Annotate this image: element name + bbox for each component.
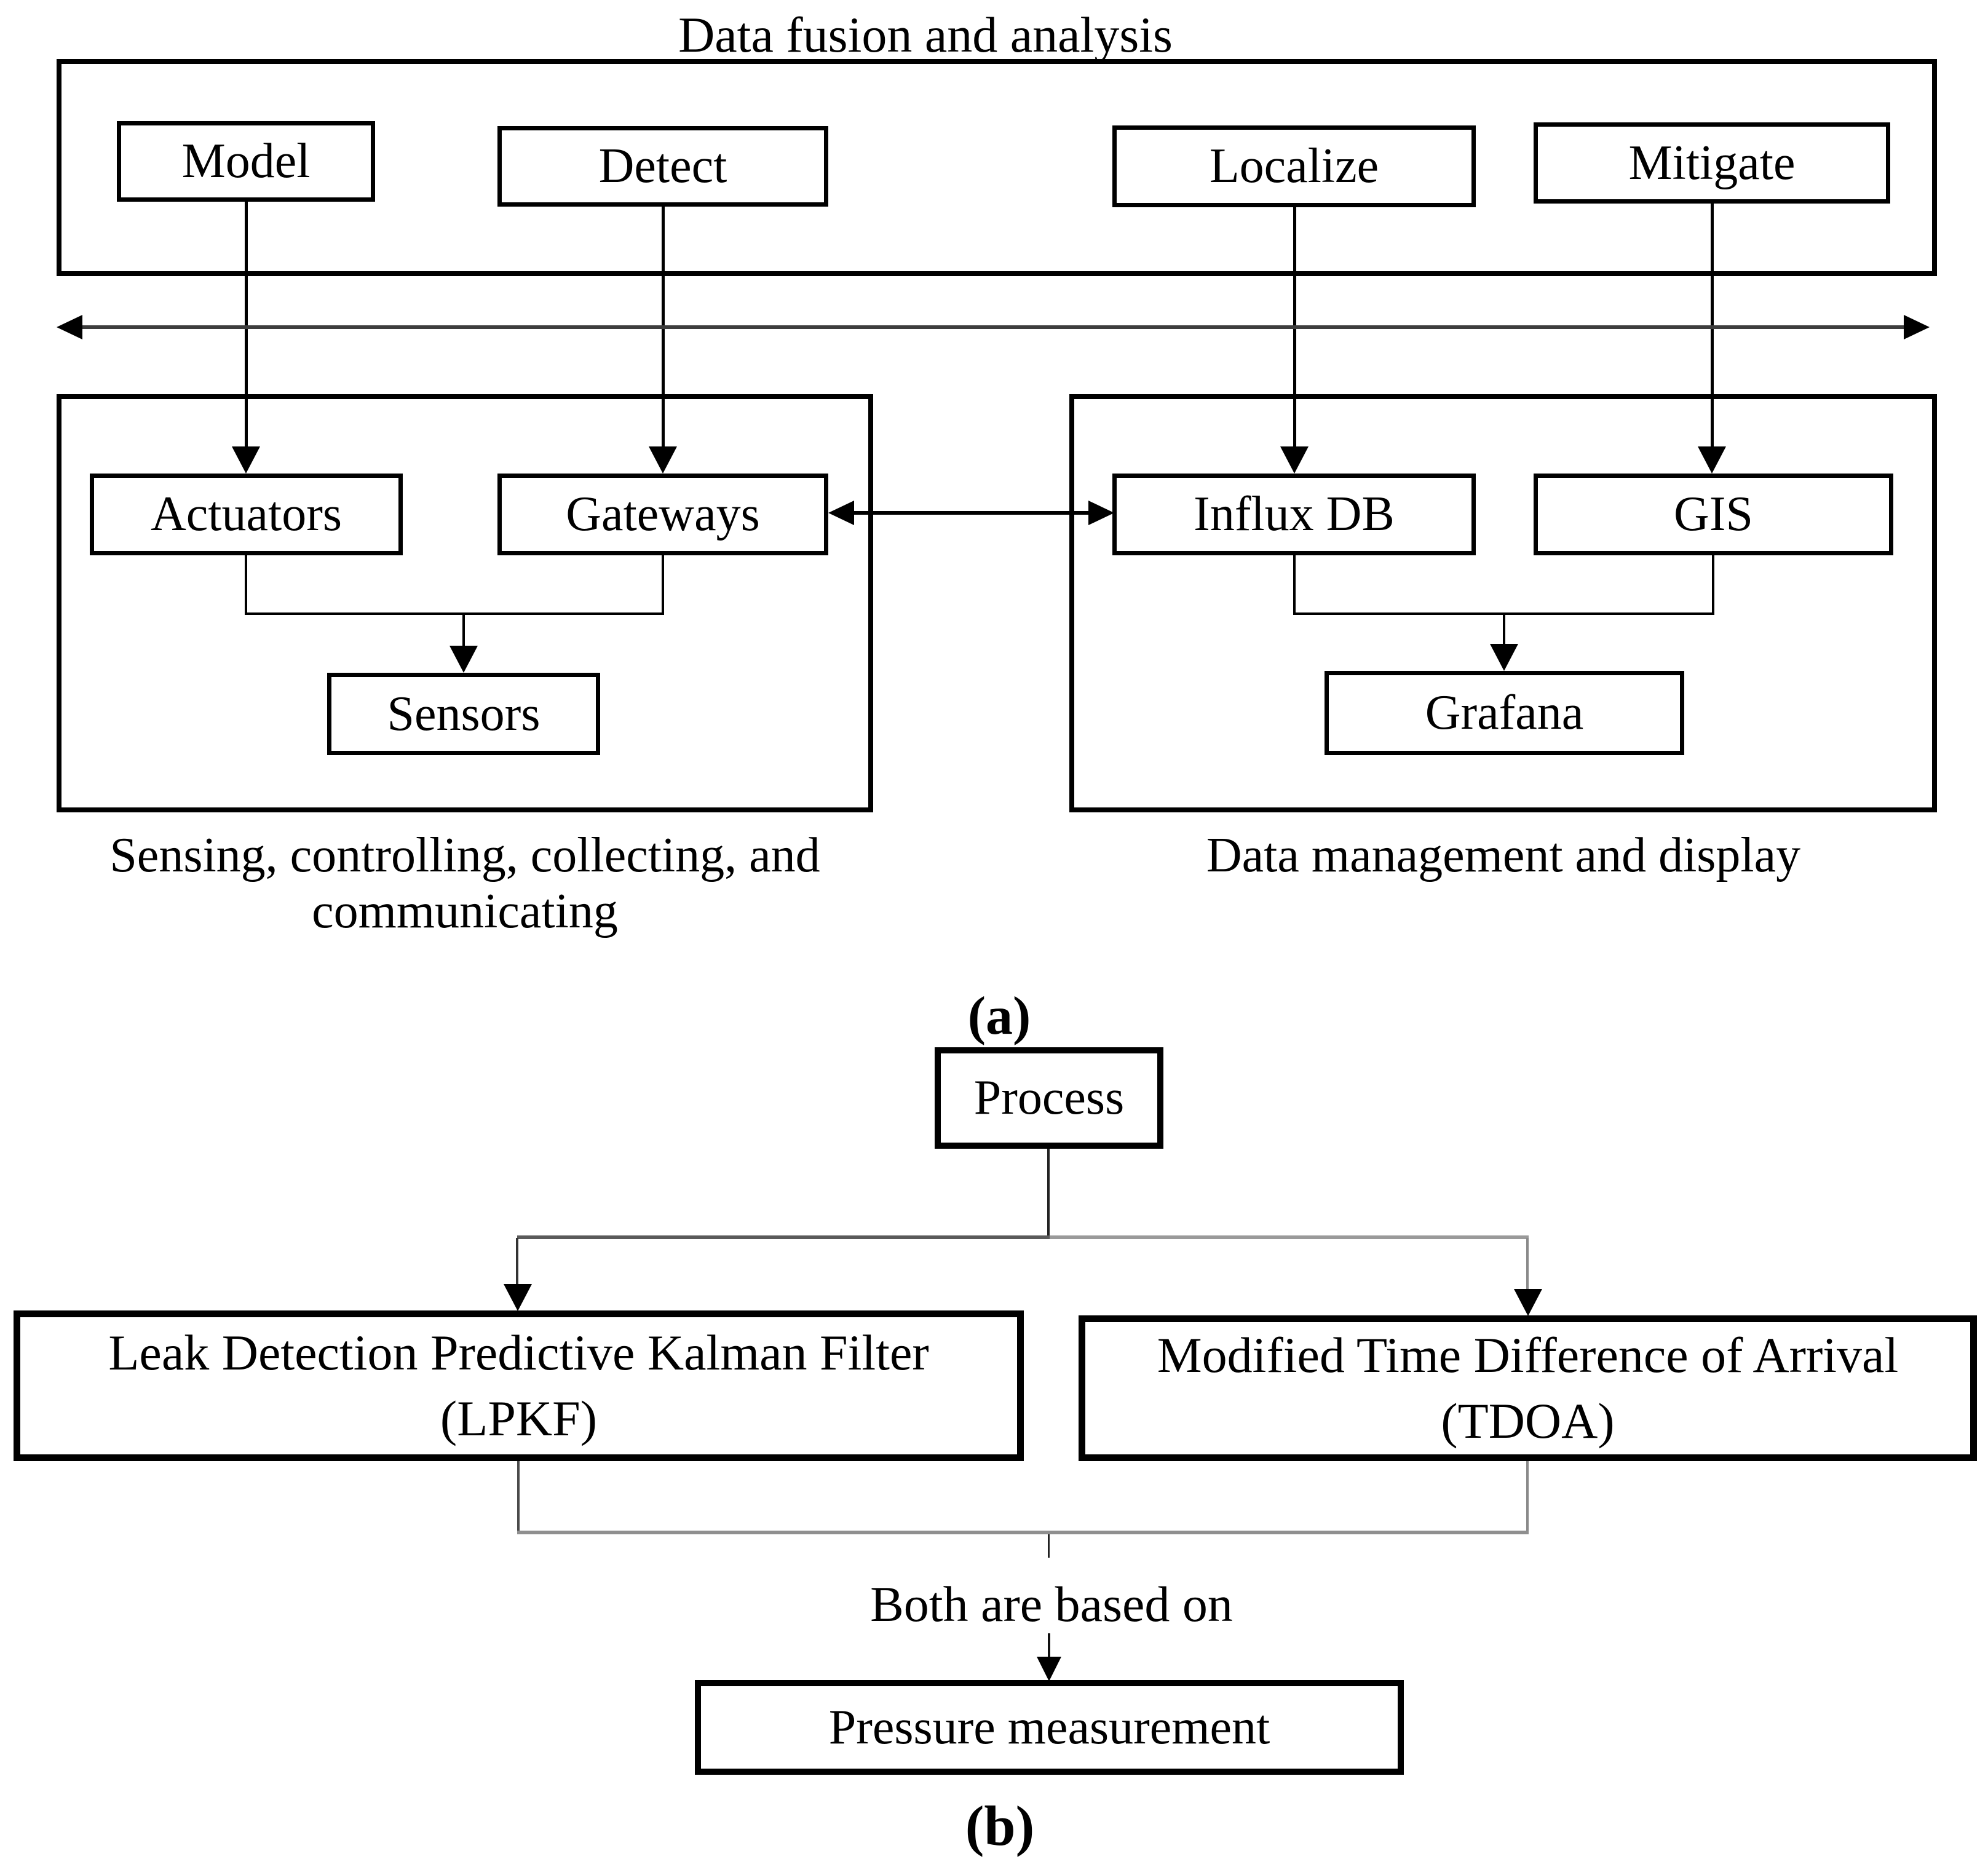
connector-influxdb-down [1293, 555, 1296, 615]
arrowhead-left-icon [57, 315, 82, 339]
gis-box: GIS [1534, 474, 1893, 555]
caption-line-1: Sensing, controlling, collecting, and [109, 828, 820, 882]
connector-tdoa-down [1526, 1461, 1529, 1533]
panel-a-label: (a) [967, 986, 1031, 1046]
sensing-container-caption: Sensing, controlling, collecting, and co… [65, 828, 865, 940]
arrowhead-down-icon [504, 1284, 532, 1311]
connector-actuators-down [245, 555, 247, 615]
model-box: Model [117, 121, 375, 202]
lpkf-box: Leak Detection Predictive Kalman Filter … [14, 1310, 1024, 1461]
detect-box: Detect [497, 126, 828, 207]
branch-horizontal-left [517, 1235, 1050, 1239]
arrowhead-down-icon [232, 446, 260, 474]
pressure-measurement-box: Pressure measurement [695, 1680, 1404, 1775]
both-based-on-text: Both are based on [870, 1576, 1233, 1632]
data-management-caption: Data management and display [1206, 828, 1801, 882]
tdoa-line-2: (TDOA) [1441, 1392, 1615, 1449]
influxdb-box: Influx DB [1112, 474, 1476, 555]
grafana-box: Grafana [1325, 671, 1684, 755]
connector-right-horizontal [1293, 612, 1714, 615]
sensing-container [57, 394, 873, 812]
connector-gis-down [1712, 555, 1714, 615]
arrowhead-down-icon [1280, 446, 1309, 474]
lpkf-line-2: (LPKF) [440, 1390, 598, 1446]
arrow-mitigate-to-gis [1711, 204, 1714, 446]
arrowhead-down-icon [1490, 644, 1518, 671]
connector-to-both-text [1048, 1534, 1050, 1558]
lpkf-line-1: Leak Detection Predictive Kalman Filter [108, 1324, 929, 1381]
connector-gateways-down [662, 555, 664, 615]
double-arrow-gateways-influxdb [852, 511, 1090, 515]
arrowhead-down-icon [1514, 1289, 1542, 1316]
panel-b-label: (b) [965, 1794, 1035, 1857]
caption-line-2: communicating [312, 884, 618, 939]
arrowhead-left-icon [828, 501, 854, 525]
arrow-to-sensors [462, 615, 465, 649]
connector-process-down [1047, 1149, 1050, 1238]
arrow-to-lpkf [516, 1238, 518, 1290]
connector-lpkf-down [517, 1461, 520, 1533]
panel-a-title: Data fusion and analysis [678, 7, 1173, 63]
mitigate-box: Mitigate [1534, 122, 1890, 204]
connector-left-horizontal [245, 612, 664, 615]
arrow-model-to-actuators [245, 202, 248, 446]
tdoa-line-1: Modified Time Difference of Arrival [1157, 1326, 1899, 1383]
wide-double-arrow [79, 325, 1906, 329]
arrow-to-tdoa [1526, 1238, 1529, 1292]
localize-box: Localize [1112, 125, 1476, 207]
arrowhead-down-icon [649, 446, 677, 474]
process-box: Process [935, 1047, 1163, 1149]
data-management-container [1069, 394, 1937, 812]
arrow-to-pressure [1048, 1633, 1050, 1660]
arrowhead-down-icon [449, 646, 478, 673]
arrowhead-down-icon [1698, 446, 1726, 474]
arrowhead-right-icon [1088, 501, 1114, 525]
arrow-to-grafana [1503, 615, 1505, 646]
arrowhead-right-icon [1904, 315, 1930, 339]
sensors-box: Sensors [327, 673, 600, 755]
data-fusion-container [57, 59, 1937, 276]
branch-horizontal-right [1050, 1235, 1529, 1239]
arrowhead-down-icon [1037, 1657, 1061, 1681]
gateways-box: Gateways [497, 474, 828, 555]
actuators-box: Actuators [90, 474, 403, 555]
tdoa-box: Modified Time Difference of Arrival (TDO… [1079, 1315, 1977, 1461]
merge-horizontal [517, 1531, 1529, 1534]
